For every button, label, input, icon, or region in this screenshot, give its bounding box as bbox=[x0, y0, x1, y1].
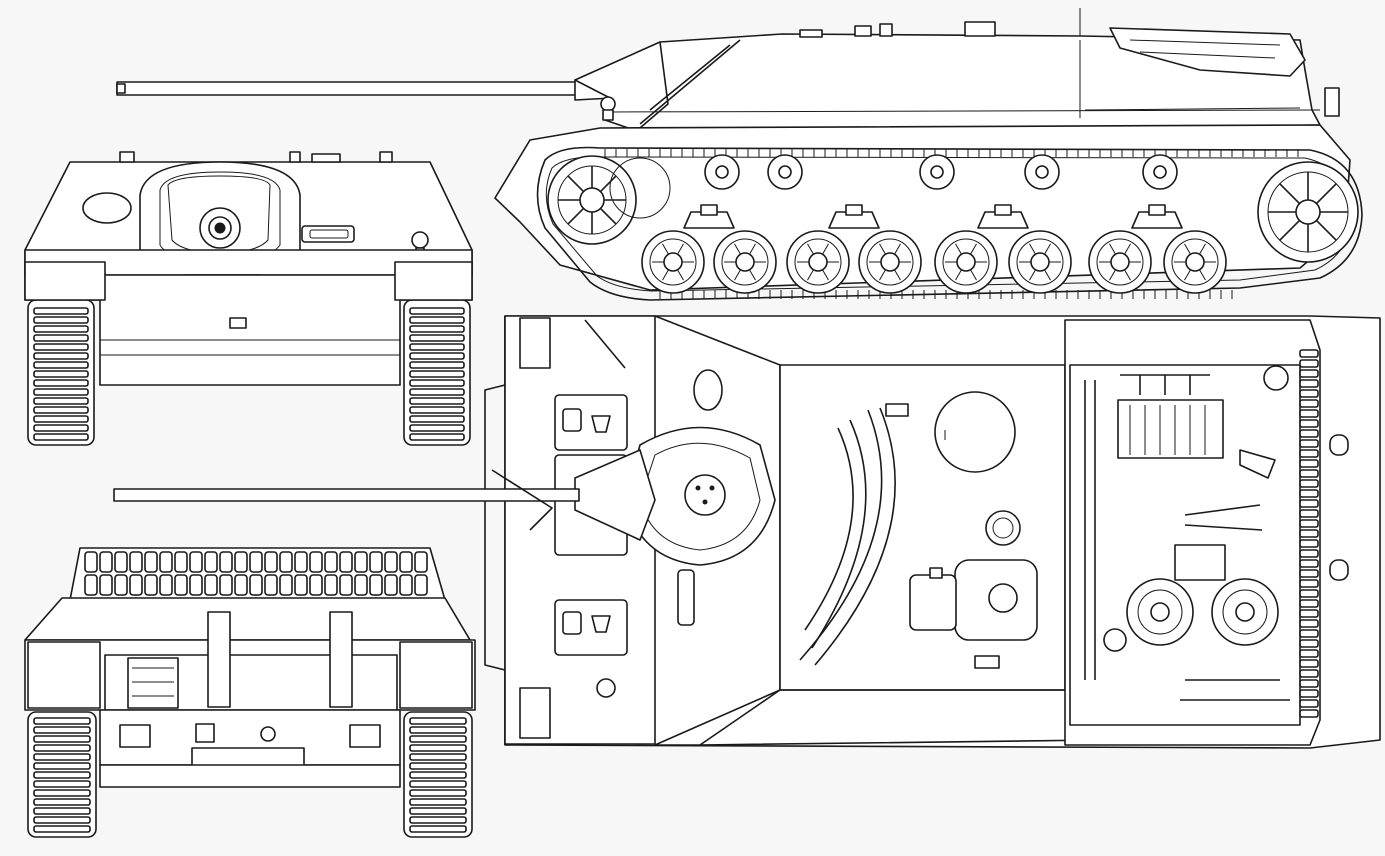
rear-view bbox=[24, 547, 476, 838]
side-track-links bbox=[604, 149, 1299, 299]
idler-wheel bbox=[1257, 161, 1359, 263]
side-view bbox=[116, 8, 1363, 301]
front-track-links bbox=[33, 307, 465, 441]
drive-sprocket bbox=[547, 155, 637, 245]
road-wheel bbox=[858, 230, 922, 294]
road-wheels bbox=[641, 230, 1227, 294]
rear-track-links bbox=[33, 717, 467, 833]
road-wheel bbox=[934, 230, 998, 294]
top-hatch-round bbox=[934, 391, 1016, 473]
return-roller bbox=[767, 154, 803, 190]
top-gun-barrel bbox=[113, 488, 580, 502]
bogie bbox=[683, 204, 735, 229]
suspension-bogies bbox=[683, 204, 1183, 229]
road-wheel bbox=[713, 230, 777, 294]
rear-spare-track-links bbox=[84, 551, 428, 596]
side-gun-barrel bbox=[116, 75, 613, 101]
bogie bbox=[1131, 204, 1183, 229]
road-wheel bbox=[1163, 230, 1227, 294]
return-roller bbox=[704, 154, 740, 190]
bogie bbox=[828, 204, 880, 229]
road-wheel bbox=[786, 230, 850, 294]
bogie bbox=[977, 204, 1029, 229]
return-roller bbox=[919, 154, 955, 190]
top-engine-grille bbox=[1117, 399, 1224, 459]
front-view bbox=[24, 151, 473, 446]
road-wheel bbox=[641, 230, 705, 294]
top-track-links bbox=[1299, 349, 1319, 718]
road-wheel bbox=[1088, 230, 1152, 294]
return-rollers bbox=[704, 154, 1178, 190]
road-wheel bbox=[1008, 230, 1072, 294]
side-track bbox=[536, 146, 1363, 301]
return-roller bbox=[1142, 154, 1178, 190]
top-view bbox=[113, 315, 1381, 749]
return-roller bbox=[1024, 154, 1060, 190]
